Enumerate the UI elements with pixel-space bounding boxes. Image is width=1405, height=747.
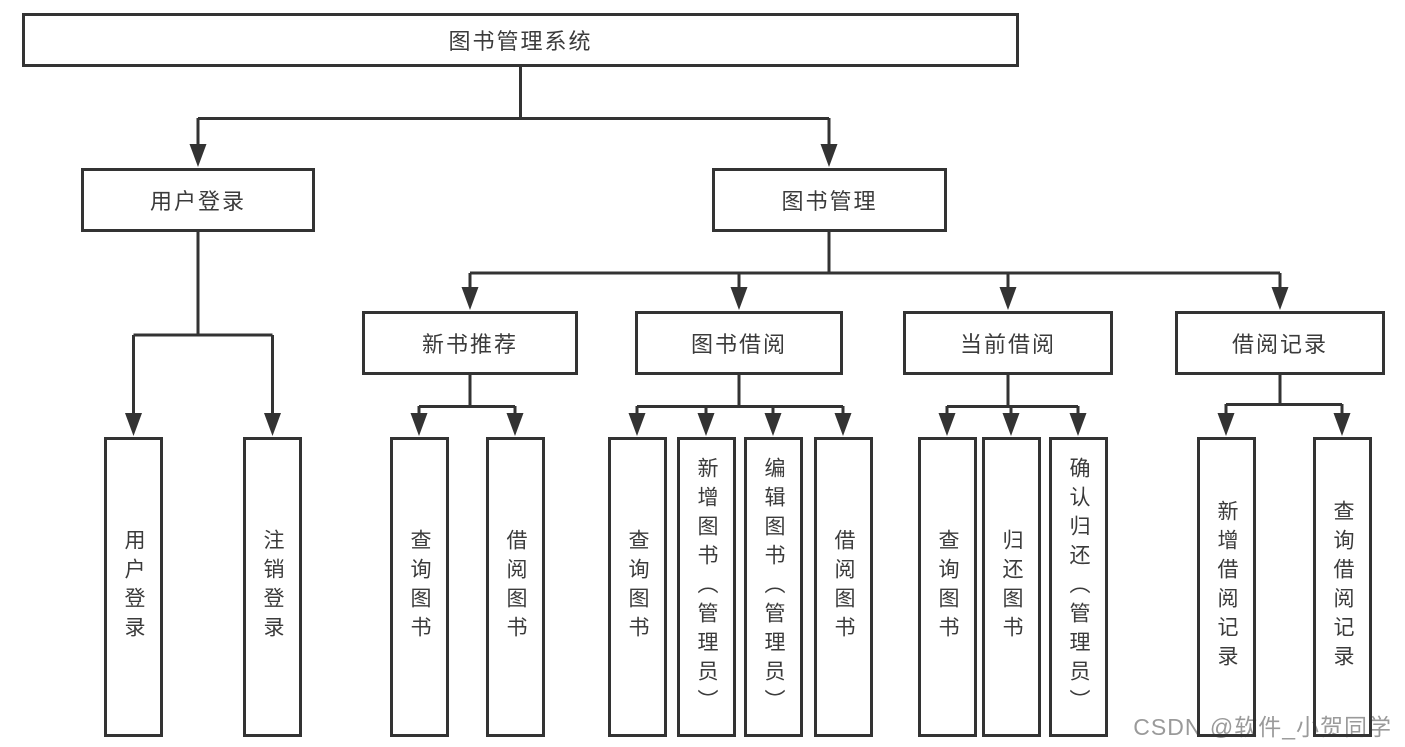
- node-current-borrow-label: 当前借阅: [959, 332, 1056, 357]
- leaf-return-books-label: 归还图书: [1000, 529, 1023, 645]
- leaf-query-books-borrow: 查询图书: [608, 437, 667, 737]
- node-book-management-label: 图书管理: [781, 189, 878, 214]
- leaf-query-books-current-label: 查询图书: [936, 529, 959, 645]
- node-root-label: 图书管理系统: [448, 29, 593, 54]
- leaf-return-books: 归还图书: [982, 437, 1041, 737]
- connector-current-borrow: [945, 375, 1080, 416]
- connector-book-borrow: [635, 375, 845, 416]
- leaf-confirm-return-admin-label: 确认归还（管理员）: [1067, 456, 1090, 718]
- leaf-confirm-return-admin: 确认归还（管理员）: [1049, 437, 1108, 737]
- leaf-add-books-admin-label: 新增图书（管理员）: [695, 456, 718, 718]
- leaf-borrow-books-recommend-label: 借阅图书: [504, 529, 527, 645]
- node-user-login-label: 用户登录: [149, 189, 246, 214]
- leaf-query-books-recommend-label: 查询图书: [408, 529, 431, 645]
- node-book-borrow-label: 图书借阅: [690, 332, 787, 357]
- connector-root: [196, 67, 831, 147]
- node-book-borrow: 图书借阅: [635, 311, 843, 375]
- leaf-add-borrow-record-label: 新增借阅记录: [1215, 500, 1238, 674]
- node-root: 图书管理系统: [22, 13, 1019, 67]
- leaf-borrow-books-2: 借阅图书: [814, 437, 873, 737]
- leaf-user-login: 用户登录: [104, 437, 163, 737]
- connector-user-login: [132, 232, 274, 416]
- connector-book-management: [468, 232, 1282, 290]
- leaf-logout: 注销登录: [243, 437, 302, 737]
- leaf-edit-books-admin: 编辑图书（管理员）: [744, 437, 803, 737]
- arrowheads: [125, 144, 1351, 436]
- leaf-add-borrow-record: 新增借阅记录: [1197, 437, 1256, 737]
- node-new-book-recommend-label: 新书推荐: [421, 332, 518, 357]
- leaf-query-borrow-record-label: 查询借阅记录: [1331, 500, 1354, 674]
- leaf-edit-books-admin-label: 编辑图书（管理员）: [762, 456, 785, 718]
- connector-borrow-records: [1224, 375, 1344, 416]
- node-borrow-records: 借阅记录: [1175, 311, 1385, 375]
- node-new-book-recommend: 新书推荐: [362, 311, 578, 375]
- leaf-query-books-recommend: 查询图书: [390, 437, 449, 737]
- leaf-query-borrow-record: 查询借阅记录: [1313, 437, 1372, 737]
- leaf-borrow-books-recommend: 借阅图书: [486, 437, 545, 737]
- node-current-borrow: 当前借阅: [903, 311, 1113, 375]
- leaf-query-books-borrow-label: 查询图书: [626, 529, 649, 645]
- leaf-add-books-admin: 新增图书（管理员）: [677, 437, 736, 737]
- leaf-borrow-books-2-label: 借阅图书: [832, 529, 855, 645]
- leaf-user-login-label: 用户登录: [122, 529, 145, 645]
- node-book-management: 图书管理: [712, 168, 947, 232]
- connector-new-book-recommend: [417, 375, 517, 416]
- leaf-query-books-current: 查询图书: [918, 437, 977, 737]
- node-user-login: 用户登录: [81, 168, 315, 232]
- leaf-logout-label: 注销登录: [261, 529, 284, 645]
- node-borrow-records-label: 借阅记录: [1231, 332, 1328, 357]
